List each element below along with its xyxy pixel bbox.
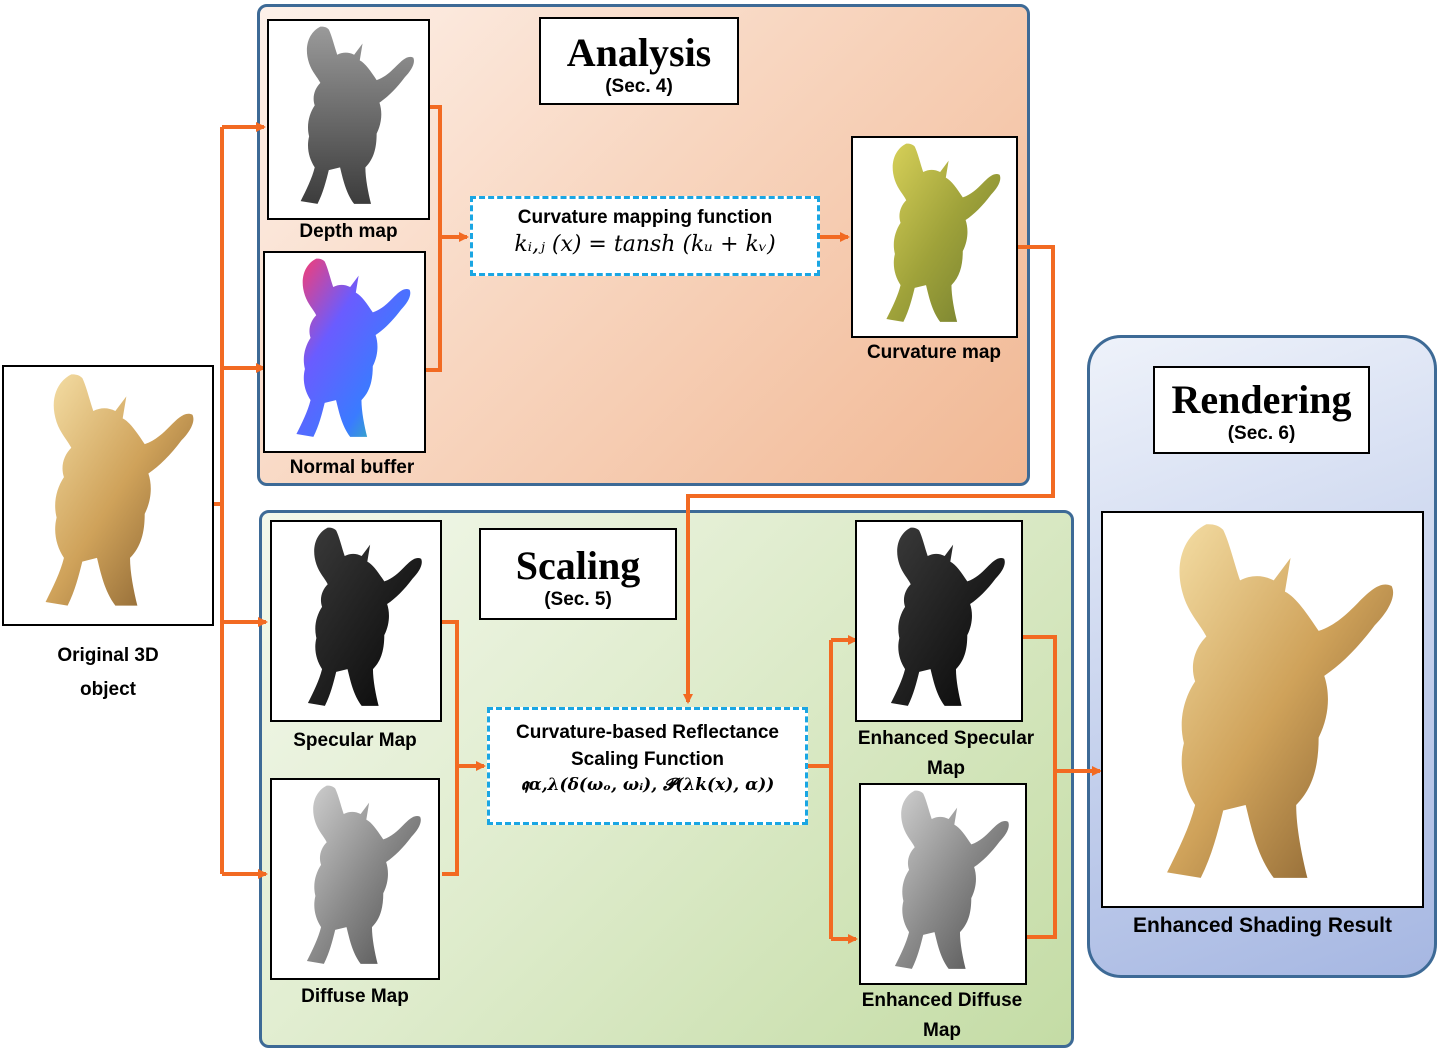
original-caption: Original 3D object — [2, 639, 214, 707]
scaling-section: (Sec. 5) — [544, 589, 612, 610]
enhanced-result-caption: Enhanced Shading Result — [1132, 914, 1393, 937]
arrow-curvature-to-scaling — [683, 245, 1055, 704]
rendering-section: (Sec. 6) — [1227, 423, 1296, 444]
arrow-scaling-merge — [442, 620, 459, 876]
curvature-mapping-function-box: Curvature mapping function kᵢ,ⱼ (x) = ta… — [470, 196, 820, 276]
analysis-title-box: Analysis (Sec. 4) — [539, 17, 739, 105]
scaling-function-title-line1: Curvature-based Reflectance — [516, 722, 779, 743]
original-object-image — [2, 365, 214, 626]
scaling-function-title-line2: Scaling Function — [570, 749, 725, 770]
diffuse-map-image — [270, 778, 440, 980]
analysis-section: (Sec. 4) — [605, 76, 673, 97]
enhanced-specular-caption-line2: Map — [927, 758, 965, 779]
enhanced-diffuse-map-image — [859, 783, 1027, 985]
normal-buffer-image — [263, 251, 426, 453]
specular-map-caption: Specular Map — [293, 730, 417, 751]
enhanced-specular-caption-line1: Enhanced Specular — [857, 728, 1035, 749]
curvature-map-caption: Curvature map — [866, 342, 1002, 363]
enhanced-specular-caption: Enhanced Specular Map — [836, 724, 1056, 784]
depth-map-image — [267, 19, 430, 220]
enhanced-diffuse-caption-line2: Map — [923, 1020, 961, 1041]
scaling-function-box: Curvature-based Reflectance Scaling Func… — [487, 707, 808, 825]
rendering-title: Rendering — [1171, 377, 1352, 422]
original-caption-line2: object — [80, 679, 136, 700]
normal-buffer-caption: Normal buffer — [289, 457, 415, 478]
enhanced-diffuse-caption: Enhanced Diffuse Map — [832, 986, 1052, 1046]
curvature-function-title: Curvature mapping function — [517, 207, 773, 228]
rendering-title-box: Rendering (Sec. 6) — [1153, 366, 1370, 454]
scaling-title: Scaling — [515, 543, 641, 588]
curvature-function-formula: kᵢ,ⱼ (x) = tansh (kᵤ + kᵥ) — [514, 232, 776, 257]
diffuse-map-caption: Diffuse Map — [301, 986, 409, 1007]
analysis-title: Analysis — [566, 30, 712, 75]
curvature-map-image — [851, 136, 1018, 338]
enhanced-specular-map-image — [855, 520, 1023, 722]
scaling-function-formula: 𝖖α,λ(δ(ωₒ, ωᵢ), 𝓟(λk(x), α)) — [520, 775, 775, 795]
original-caption-line1: Original 3D — [57, 645, 159, 666]
depth-map-caption: Depth map — [299, 221, 398, 242]
arrow-enhanced-merge — [1022, 635, 1057, 939]
scaling-title-box: Scaling (Sec. 5) — [479, 528, 677, 620]
enhanced-diffuse-caption-line1: Enhanced Diffuse — [861, 990, 1023, 1011]
enhanced-result-image — [1101, 511, 1424, 908]
specular-map-image — [270, 520, 442, 722]
